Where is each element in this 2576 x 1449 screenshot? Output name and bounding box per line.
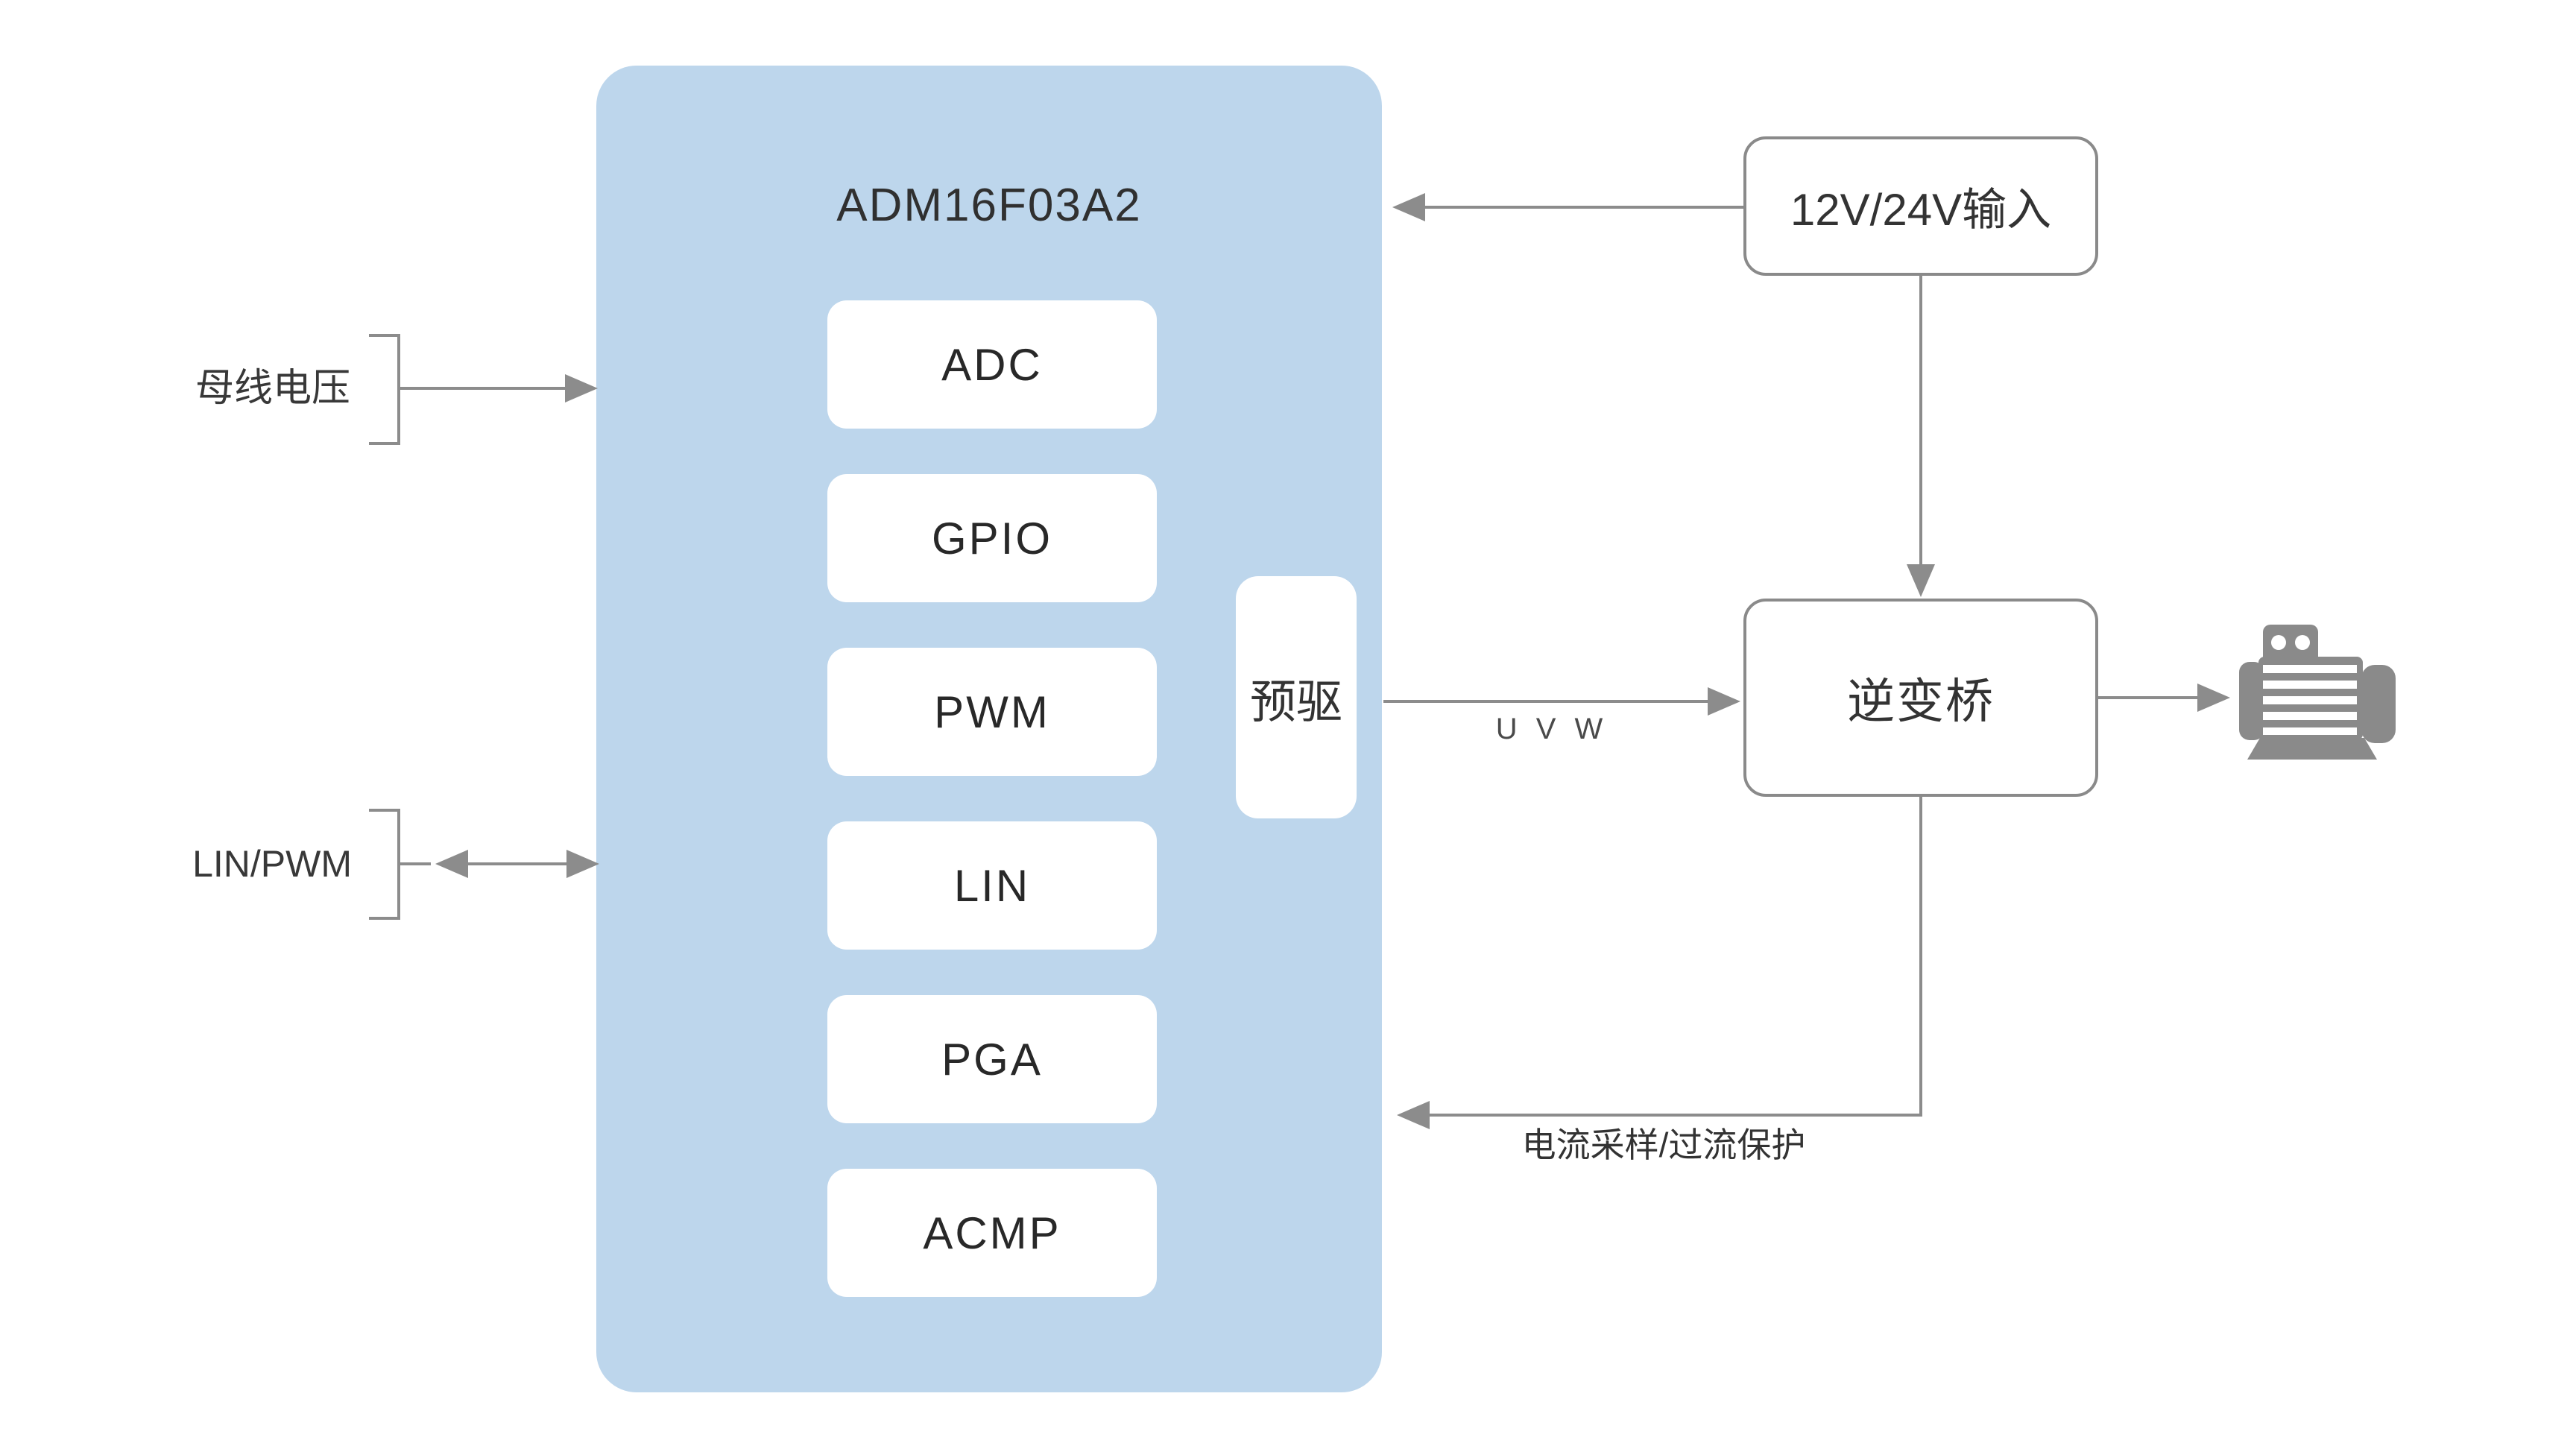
mcu-module-gpio: GPIO [827, 474, 1157, 602]
inverter-bridge-label: 逆变桥 [1847, 675, 1995, 728]
mcu-module-adc: ADC [827, 300, 1157, 429]
mcu-module-lin: LIN [827, 821, 1157, 950]
mcu-title: ADM16F03A2 [836, 180, 1142, 231]
arrow-uvw [1383, 687, 1740, 716]
mcu-module-label: ACMP [923, 1208, 1061, 1258]
mcu-module-label: PGA [941, 1034, 1043, 1085]
mcu-module-label: LIN [953, 860, 1031, 911]
arrow-bus-voltage [399, 374, 598, 402]
mcu-module-label: ADC [941, 339, 1043, 390]
bracket-lin-pwm [369, 809, 431, 920]
power-input-box: 12V/24V输入 [1743, 136, 2098, 276]
mcu-module-label: GPIO [931, 513, 1053, 564]
predriver-block: 预驱 [1236, 576, 1357, 818]
predriver-label: 预驱 [1249, 676, 1342, 728]
bracket-bus-voltage [369, 334, 400, 445]
arrow-current-feedback [1397, 797, 1922, 1129]
arrow-lin-pwm [435, 850, 599, 878]
arrow-power-to-mcu [1392, 193, 1743, 221]
power-input-label: 12V/24V输入 [1790, 185, 2052, 235]
current-protect-wire-label: 电流采样/过流保护 [1521, 1126, 1806, 1164]
uvw-wire-label: U V W [1495, 713, 1609, 745]
bus-voltage-label: 母线电压 [195, 367, 350, 410]
inverter-bridge-box: 逆变桥 [1743, 599, 2098, 797]
mcu-module-pga: PGA [827, 995, 1157, 1123]
mcu-module-label: PWM [934, 686, 1050, 737]
motor-icon [2239, 625, 2396, 760]
mcu-module-pwm: PWM [827, 648, 1157, 776]
arrow-inverter-to-motor [2098, 684, 2230, 712]
lin-pwm-label: LIN/PWM [192, 843, 352, 885]
arrow-power-to-inverter [1907, 276, 1935, 597]
mcu-module-acmp: ACMP [827, 1169, 1157, 1297]
